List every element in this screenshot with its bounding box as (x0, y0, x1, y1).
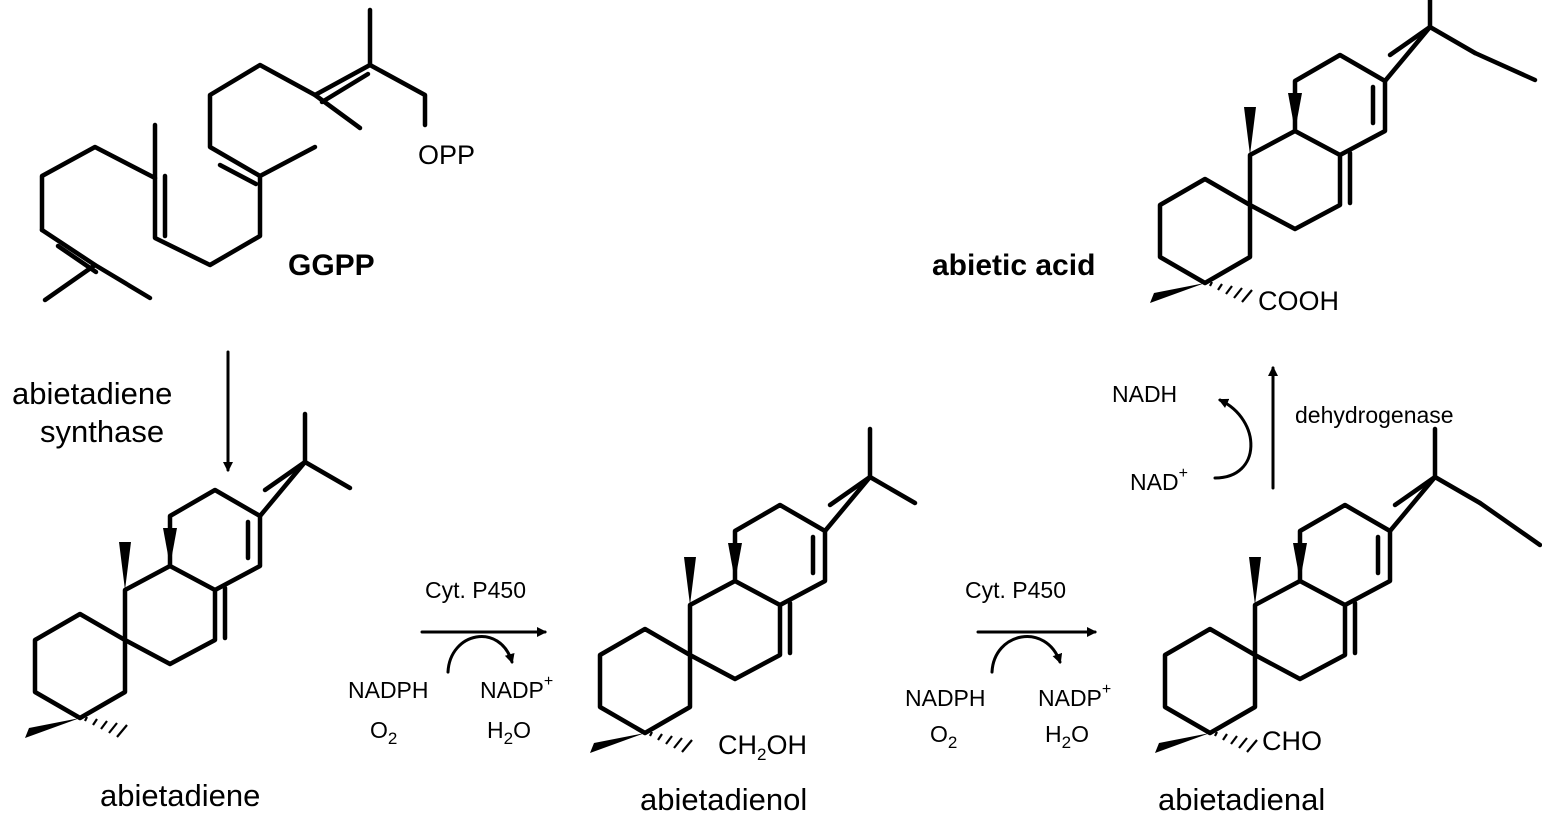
abietic-acid-structure (1150, 0, 1538, 303)
abietic-acid-label: abietic acid (932, 249, 1095, 282)
dehydrogenase-label: dehydrogenase (1295, 402, 1454, 428)
abietadiene-structure (25, 414, 350, 738)
nadh-label: NADH (1112, 381, 1177, 407)
p450-step2-cofactor-arc (990, 635, 1063, 674)
p450-step1-cofactor-arc (446, 635, 515, 674)
abietadienol-structure (590, 429, 915, 753)
nadph-label-1: NADPH (348, 677, 429, 703)
abietadienal-label: abietadienal (1158, 782, 1325, 817)
abietadiene-label: abietadiene (100, 778, 260, 813)
p450-step2: Cyt. P450 NADPH O2 NADP+ H2O (905, 577, 1111, 752)
dehydrogenase-cofactor-arc (1213, 398, 1253, 480)
o2-label-2: O2 (930, 721, 957, 752)
p450-step1-label: Cyt. P450 (425, 577, 526, 603)
ggpp-structure: OPP (39, 7, 475, 303)
nad-label: NAD+ (1130, 465, 1188, 495)
nadp-label-2: NADP+ (1038, 681, 1111, 711)
abietadienal-structure (1155, 429, 1542, 753)
alcohol-group-label: CH2OH (718, 730, 807, 764)
ggpp-label: GGPP (288, 249, 375, 282)
aldehyde-group-label: CHO (1262, 726, 1322, 756)
opp-group-label: OPP (418, 140, 475, 170)
acid-group-label: COOH (1258, 286, 1339, 316)
o2-label-1: O2 (370, 717, 397, 748)
synthase-label-line2: synthase (40, 414, 164, 449)
p450-step1: Cyt. P450 NADPH O2 NADP+ H2O (348, 577, 553, 748)
abietadienol-label: abietadienol (640, 782, 807, 817)
synthase-label-line1: abietadiene (12, 376, 172, 411)
dehydrogenase-step: NADH NAD+ dehydrogenase (1112, 366, 1454, 495)
p450-step2-label: Cyt. P450 (965, 577, 1066, 603)
h2o-label-1: H2O (487, 717, 531, 748)
nadph-label-2: NADPH (905, 685, 986, 711)
nadp-label-1: NADP+ (480, 673, 553, 703)
h2o-label-2: H2O (1045, 721, 1089, 752)
